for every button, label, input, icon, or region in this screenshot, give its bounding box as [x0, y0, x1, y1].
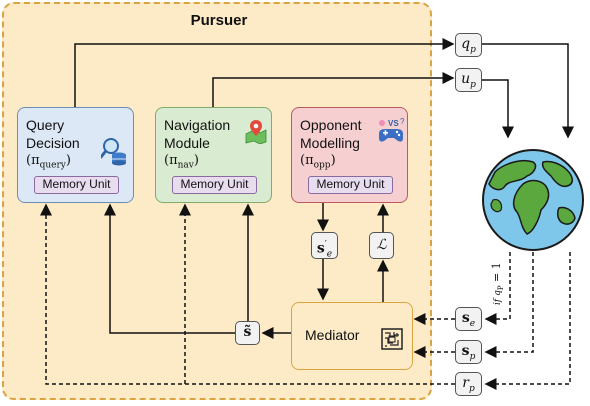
r-p-box: rp [455, 372, 482, 396]
s-tilde-box: s̃ [235, 321, 260, 345]
svg-text:VS: VS [388, 119, 399, 128]
mediator-box: Mediator [291, 302, 413, 370]
mediator-label: Mediator [305, 327, 360, 343]
query-memory-unit: Memory Unit [34, 176, 119, 194]
q-p-box: qp [455, 33, 482, 57]
nav-policy-symbol: (πnav) [164, 153, 199, 171]
s-e-box: se [455, 307, 482, 331]
map-pin-icon [245, 120, 267, 144]
magnifier-database-icon [101, 138, 126, 166]
circuit-chip-icon [381, 328, 403, 350]
navigation-module: Navigation Module (πnav) Memory Unit [155, 107, 272, 203]
navigation-module-label: Navigation Module [164, 117, 231, 151]
s-p-box: sp [455, 340, 482, 364]
query-policy-symbol: (πquery) [26, 153, 71, 171]
pursuer-title: Pursuer [190, 12, 248, 29]
query-decision-label: Query Decision [26, 117, 80, 151]
opponent-modelling-module: Opponent Modelling (πopp) Memory Unit VS… [291, 107, 408, 203]
s-e-prime-box: s′e [311, 232, 338, 259]
nav-memory-unit: Memory Unit [172, 176, 257, 194]
opponent-modelling-label: Opponent Modelling [300, 117, 362, 151]
gamepad-vs-icon: VS ? [379, 117, 405, 142]
query-decision-module: Query Decision (πquery) Memory Unit [17, 107, 134, 203]
opp-policy-symbol: (πopp) [300, 153, 336, 171]
opp-memory-unit: Memory Unit [308, 176, 393, 194]
u-p-box: up [455, 68, 482, 92]
loss-L-box: ℒ [369, 232, 394, 259]
svg-text:?: ? [400, 117, 405, 126]
earth-globe-icon [482, 149, 584, 251]
